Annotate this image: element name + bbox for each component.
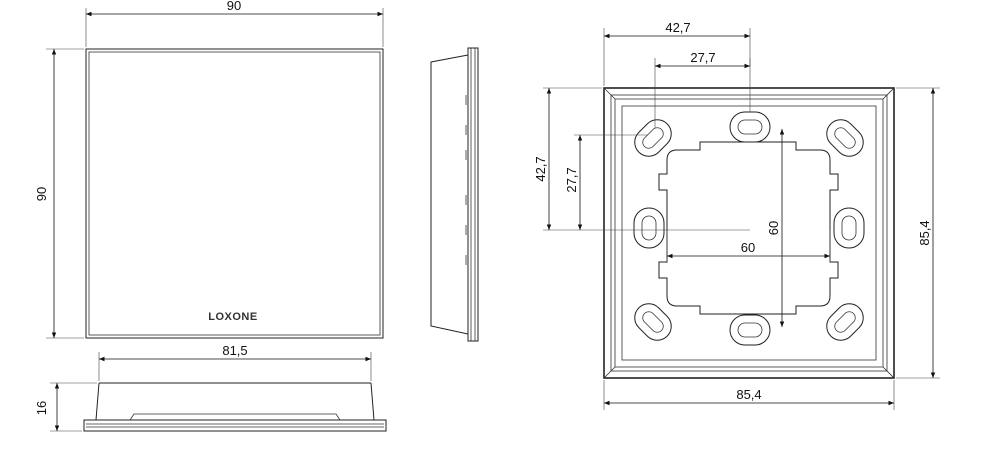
front-panel-inner-edge bbox=[88, 51, 381, 336]
slot-left bbox=[633, 207, 665, 249]
dim-hole-spacing-h: 42,7 bbox=[603, 20, 751, 112]
slot-top-right bbox=[826, 119, 864, 157]
dim-label-hole-spacing-v-inner: 27,7 bbox=[564, 167, 579, 192]
dim-label-front-width: 90 bbox=[227, 0, 241, 13]
dim-frame-height: 85,4 bbox=[896, 87, 940, 379]
dim-frame-width: 85,4 bbox=[603, 380, 895, 410]
front-view: LOXONE bbox=[85, 48, 384, 339]
dim-hole-spacing-v-inner: 27,7 bbox=[564, 134, 648, 230]
dim-front-height: 90 bbox=[34, 48, 84, 339]
dim-label-cutout-width: 60 bbox=[741, 240, 755, 255]
dim-depth: 16 bbox=[34, 382, 97, 432]
side-view bbox=[430, 47, 479, 342]
dim-label-hole-spacing-h-inner: 27,7 bbox=[690, 50, 715, 65]
dim-label-frame-height: 85,4 bbox=[917, 220, 932, 245]
bottom-plate bbox=[83, 419, 387, 432]
slot-bottom-right bbox=[826, 303, 864, 341]
dim-label-depth: 16 bbox=[34, 401, 49, 415]
slot-top-left bbox=[634, 119, 672, 157]
dim-cutout-height: 60 bbox=[766, 129, 785, 327]
mounting-frame bbox=[603, 87, 895, 379]
slot-top bbox=[729, 111, 771, 143]
dim-front-width: 90 bbox=[85, 0, 384, 47]
dim-cutout-width: 60 bbox=[666, 230, 831, 262]
dim-label-front-height: 90 bbox=[34, 187, 49, 201]
slot-right bbox=[833, 207, 865, 249]
dim-hole-spacing-h-inner: 27,7 bbox=[654, 50, 751, 128]
dim-label-hole-spacing-v: 42,7 bbox=[533, 156, 548, 181]
dim-bottom-width: 81,5 bbox=[98, 343, 372, 381]
slot-bottom-left bbox=[634, 303, 672, 341]
slot-bottom bbox=[729, 314, 771, 346]
dim-label-frame-width: 85,4 bbox=[736, 387, 761, 402]
frame-inner bbox=[621, 105, 877, 361]
front-panel bbox=[85, 48, 384, 339]
bottom-view bbox=[83, 382, 387, 432]
loxone-logo: LOXONE bbox=[208, 311, 257, 323]
side-body bbox=[430, 54, 469, 335]
frame-outer bbox=[603, 87, 895, 379]
dim-hole-spacing-v: 42,7 bbox=[533, 87, 750, 231]
bottom-ridge bbox=[129, 413, 341, 421]
dim-label-hole-spacing-h: 42,7 bbox=[665, 20, 690, 35]
frame-cutout bbox=[658, 141, 839, 315]
side-panel bbox=[467, 47, 479, 342]
dim-label-cutout-height: 60 bbox=[766, 221, 781, 235]
dim-label-bottom-width: 81,5 bbox=[222, 343, 247, 358]
